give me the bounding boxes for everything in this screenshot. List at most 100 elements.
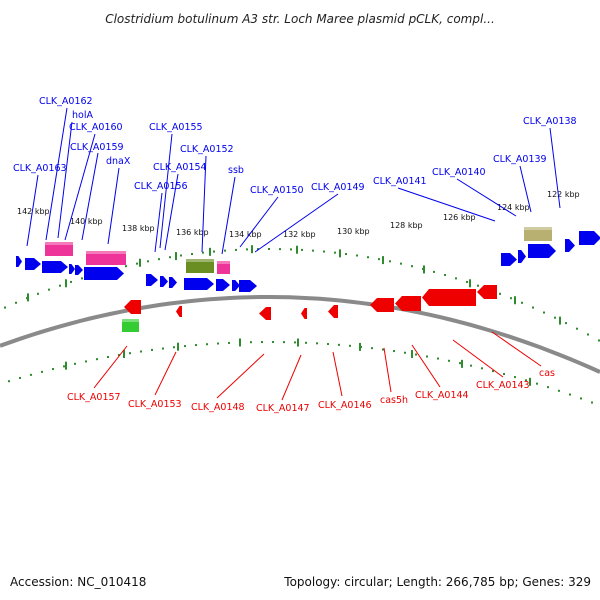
plus-gene-label: CLK_A0160 bbox=[69, 122, 123, 133]
tick-dot bbox=[371, 347, 373, 350]
plus-gene-arrow bbox=[16, 256, 22, 267]
tick-dot bbox=[521, 301, 523, 304]
minus-gene-arrow bbox=[259, 307, 271, 320]
plus-gene-arrow bbox=[565, 239, 575, 252]
tick-dot bbox=[514, 376, 516, 379]
plus-gene-label-leader bbox=[45, 107, 68, 241]
tick-dot bbox=[272, 341, 274, 344]
tick-dot bbox=[217, 342, 219, 345]
tick-dot bbox=[81, 277, 83, 280]
minus-gene-label: CLK_A0157 bbox=[67, 392, 121, 403]
plus-gene-label: CLK_A0140 bbox=[432, 167, 486, 178]
plus-gene-label-leader bbox=[397, 187, 496, 222]
minus-gene-arrow bbox=[422, 289, 476, 306]
kbp-label: 130 kbp bbox=[337, 227, 370, 236]
plus-gene-arrow bbox=[579, 231, 600, 245]
feature-track bbox=[16, 227, 600, 332]
plus-gene-label: CLK_A0154 bbox=[153, 162, 207, 173]
tick-dot bbox=[305, 341, 307, 344]
tick-dot bbox=[411, 265, 413, 268]
kbp-label: 136 kbp bbox=[176, 228, 209, 237]
tick-dot bbox=[257, 248, 259, 251]
tick-dot bbox=[279, 248, 281, 251]
plus-gene-arrow bbox=[501, 253, 517, 266]
tick-dot bbox=[499, 292, 501, 295]
genome-summary-text: Topology: circular; Length: 266,785 bp; … bbox=[283, 575, 591, 589]
minus-gene-arrow bbox=[124, 300, 141, 314]
feature-box-pink bbox=[217, 261, 230, 274]
plus-gene-label-leader bbox=[154, 192, 163, 253]
minus-gene-label-leader bbox=[383, 347, 392, 393]
tick-dot bbox=[107, 356, 109, 359]
tick-dot bbox=[576, 327, 578, 330]
tick-dot bbox=[41, 370, 43, 373]
tick-dot bbox=[316, 342, 318, 345]
minus-gene-label-leader bbox=[491, 331, 542, 367]
tick-dot bbox=[565, 322, 567, 325]
tick-dot bbox=[356, 254, 358, 257]
minus-gene-label-leader bbox=[281, 354, 302, 401]
minus-gene-label: CLK_A0153 bbox=[128, 399, 182, 410]
inner-tick-ring bbox=[8, 338, 593, 404]
tick-dot bbox=[202, 251, 204, 254]
tick-dot bbox=[129, 352, 131, 355]
tick-dot bbox=[30, 373, 32, 376]
plus-gene-arrow bbox=[160, 276, 168, 287]
tick-dot bbox=[393, 350, 395, 353]
plus-gene-label-leader bbox=[456, 178, 517, 217]
plus-gene-arrow bbox=[518, 250, 526, 263]
plus-gene-label-leader bbox=[57, 121, 73, 239]
tick-dot bbox=[228, 341, 230, 344]
tick-dot bbox=[378, 258, 380, 261]
tick-dot bbox=[184, 345, 186, 348]
tick-dot bbox=[158, 258, 160, 261]
tick-dot bbox=[466, 280, 468, 283]
feature-box-pink bbox=[86, 251, 126, 265]
tick-dot bbox=[543, 311, 545, 314]
kbp-label: 132 kbp bbox=[283, 230, 316, 239]
tick-dot bbox=[301, 248, 303, 251]
tick-dot bbox=[382, 348, 384, 351]
minus-gene-label-leader bbox=[216, 353, 265, 399]
tick-dot bbox=[345, 252, 347, 255]
tick-dot bbox=[459, 362, 461, 365]
tick-dot bbox=[455, 277, 457, 280]
tick-dot bbox=[180, 254, 182, 257]
plus-gene-arrow bbox=[232, 280, 240, 291]
tick-dot bbox=[147, 260, 149, 263]
plus-gene-label-leader bbox=[159, 133, 173, 249]
tick-dot bbox=[426, 355, 428, 358]
tick-dot bbox=[323, 250, 325, 253]
tick-dot bbox=[213, 250, 215, 253]
feature-box-olive-shine bbox=[186, 259, 214, 262]
tick-dot bbox=[125, 265, 127, 268]
plus-gene-arrow bbox=[239, 280, 257, 292]
minus-gene-label-leader bbox=[452, 339, 504, 378]
tick-dot bbox=[510, 297, 512, 300]
plus-gene-label: CLK_A0138 bbox=[523, 116, 577, 127]
tick-dot bbox=[400, 262, 402, 265]
tick-dot bbox=[136, 262, 138, 265]
kbp-label: 124 kbp bbox=[497, 203, 530, 212]
plus-gene-arrow bbox=[169, 277, 177, 288]
plus-gene-label-leader bbox=[26, 174, 39, 247]
tick-dot bbox=[70, 280, 72, 283]
kbp-label: 126 kbp bbox=[443, 213, 476, 222]
minus-gene-arrow bbox=[370, 298, 394, 312]
plus-gene-arrow bbox=[42, 261, 68, 273]
tick-dot bbox=[327, 343, 329, 346]
tick-dot bbox=[48, 288, 50, 291]
tick-dot bbox=[283, 341, 285, 344]
tick-dot bbox=[525, 379, 527, 382]
minus-gene-label: cas5h bbox=[380, 395, 408, 406]
plus-gene-arrow bbox=[528, 244, 556, 258]
tick-dot bbox=[8, 380, 10, 383]
tick-dot bbox=[334, 251, 336, 254]
tick-dot bbox=[437, 357, 439, 360]
plus-gene-label-leader bbox=[107, 167, 120, 245]
minus-gene-arrow bbox=[328, 305, 338, 318]
tick-dot bbox=[37, 292, 39, 295]
plus-gene-label: ssb bbox=[228, 165, 244, 176]
